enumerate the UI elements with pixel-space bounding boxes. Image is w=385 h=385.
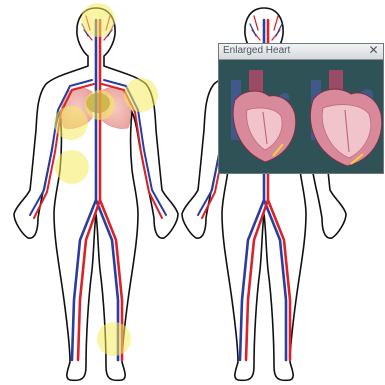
enlarged-heart-illustration [310,70,381,166]
hotspot-right-shoulder[interactable] [124,78,158,112]
hotspot-head[interactable] [81,3,115,37]
hotspot-abdomen[interactable] [55,150,89,184]
hotspot-ankle[interactable] [97,322,131,356]
left-body-figure [14,8,178,380]
hotspot-heart[interactable] [85,90,115,120]
enlarged-heart-popup: Enlarged Heart ✕ [218,43,384,174]
heart-comparison-image [219,60,383,173]
normal-heart-illustration [231,70,296,162]
close-icon[interactable]: ✕ [367,44,380,57]
popup-titlebar[interactable]: Enlarged Heart ✕ [219,44,383,60]
hotspot-left-lung[interactable] [54,106,88,140]
popup-title: Enlarged Heart [223,45,290,56]
